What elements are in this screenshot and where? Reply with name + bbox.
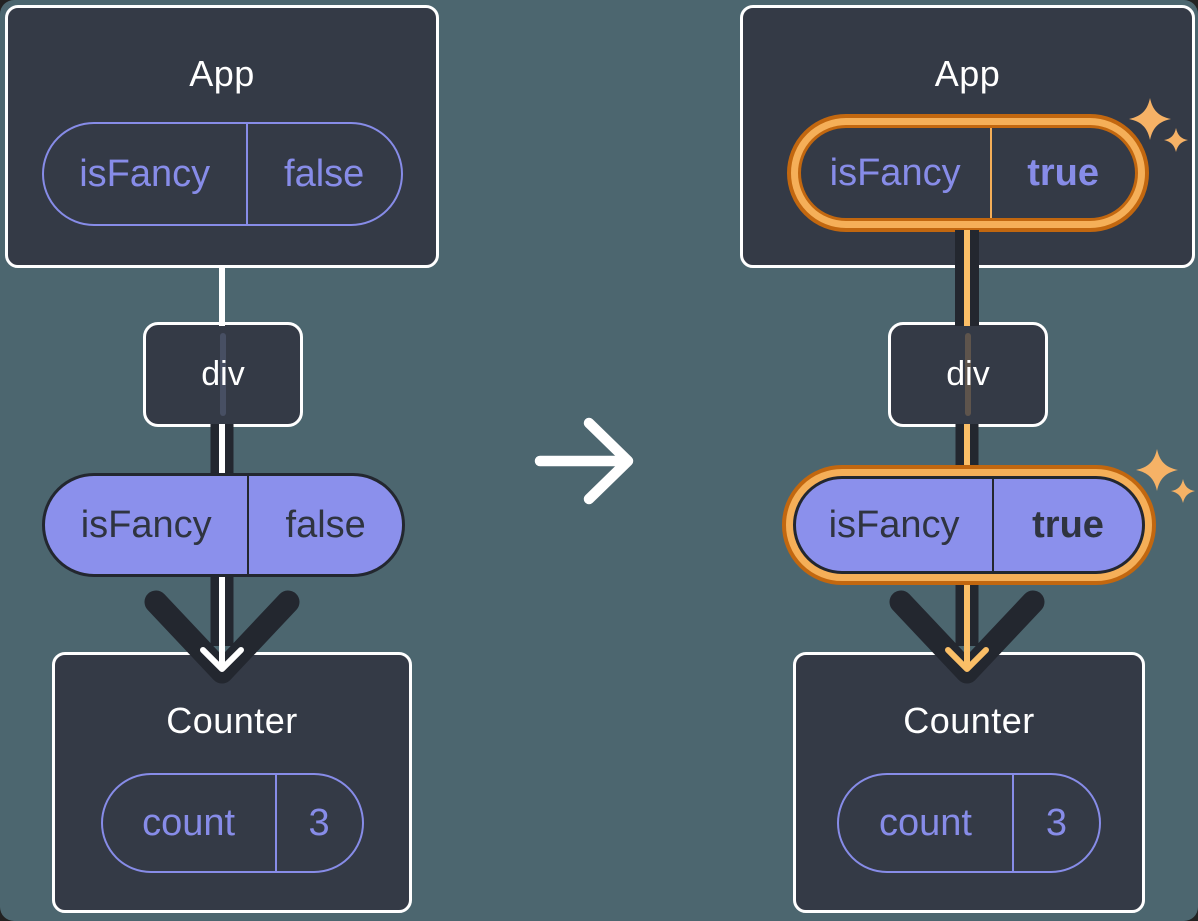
highlight-ring: isFancy true [786,98,1188,232]
component-title: Counter [903,700,1035,741]
pill-value: true [989,128,1135,218]
div-node-label: div [946,355,990,393]
pill-key: isFancy [829,151,961,194]
div-node-box: div [888,322,1048,427]
pill-key: isFancy [828,503,960,546]
pill-key: count [142,801,236,844]
component-title: Counter [166,700,298,741]
passed-prop-pill: isFancy true [793,476,1145,574]
pill-key: isFancy [79,152,211,195]
component-title: App [934,53,1001,94]
div-node-label: div [201,355,245,393]
pill-value: false [247,476,402,574]
counter-state-pill: count 3 [837,773,1101,873]
sparkles-icon [1136,449,1195,503]
app-state-pill: isFancy true [797,125,1138,221]
pass-through-line [220,333,226,416]
pill-key: count [878,801,972,844]
highlight-ring: isFancy true [782,449,1195,585]
counter-state-pill: count 3 [100,773,364,873]
pass-through-line [965,333,971,416]
prop-flow-stripe [964,230,970,326]
app-state-pill: isFancy false [41,122,403,226]
pill-value: true [992,479,1142,571]
pill-value: false [245,124,401,224]
arrow-right-icon [534,417,634,505]
app-component-box: App isFancy true [740,5,1195,268]
div-node-box: div [143,322,303,427]
pill-value: 3 [1011,775,1099,871]
app-to-div-connector [955,230,979,326]
pill-key: isFancy [80,503,212,546]
passed-prop-pill: isFancy false [42,473,405,577]
component-title: App [189,53,255,94]
app-component-box: App isFancy false [5,5,439,268]
sparkles-icon [1128,98,1188,152]
counter-component-box: Counter count 3 [793,652,1145,913]
pill-value: 3 [274,775,362,871]
app-to-div-connector [219,266,225,326]
